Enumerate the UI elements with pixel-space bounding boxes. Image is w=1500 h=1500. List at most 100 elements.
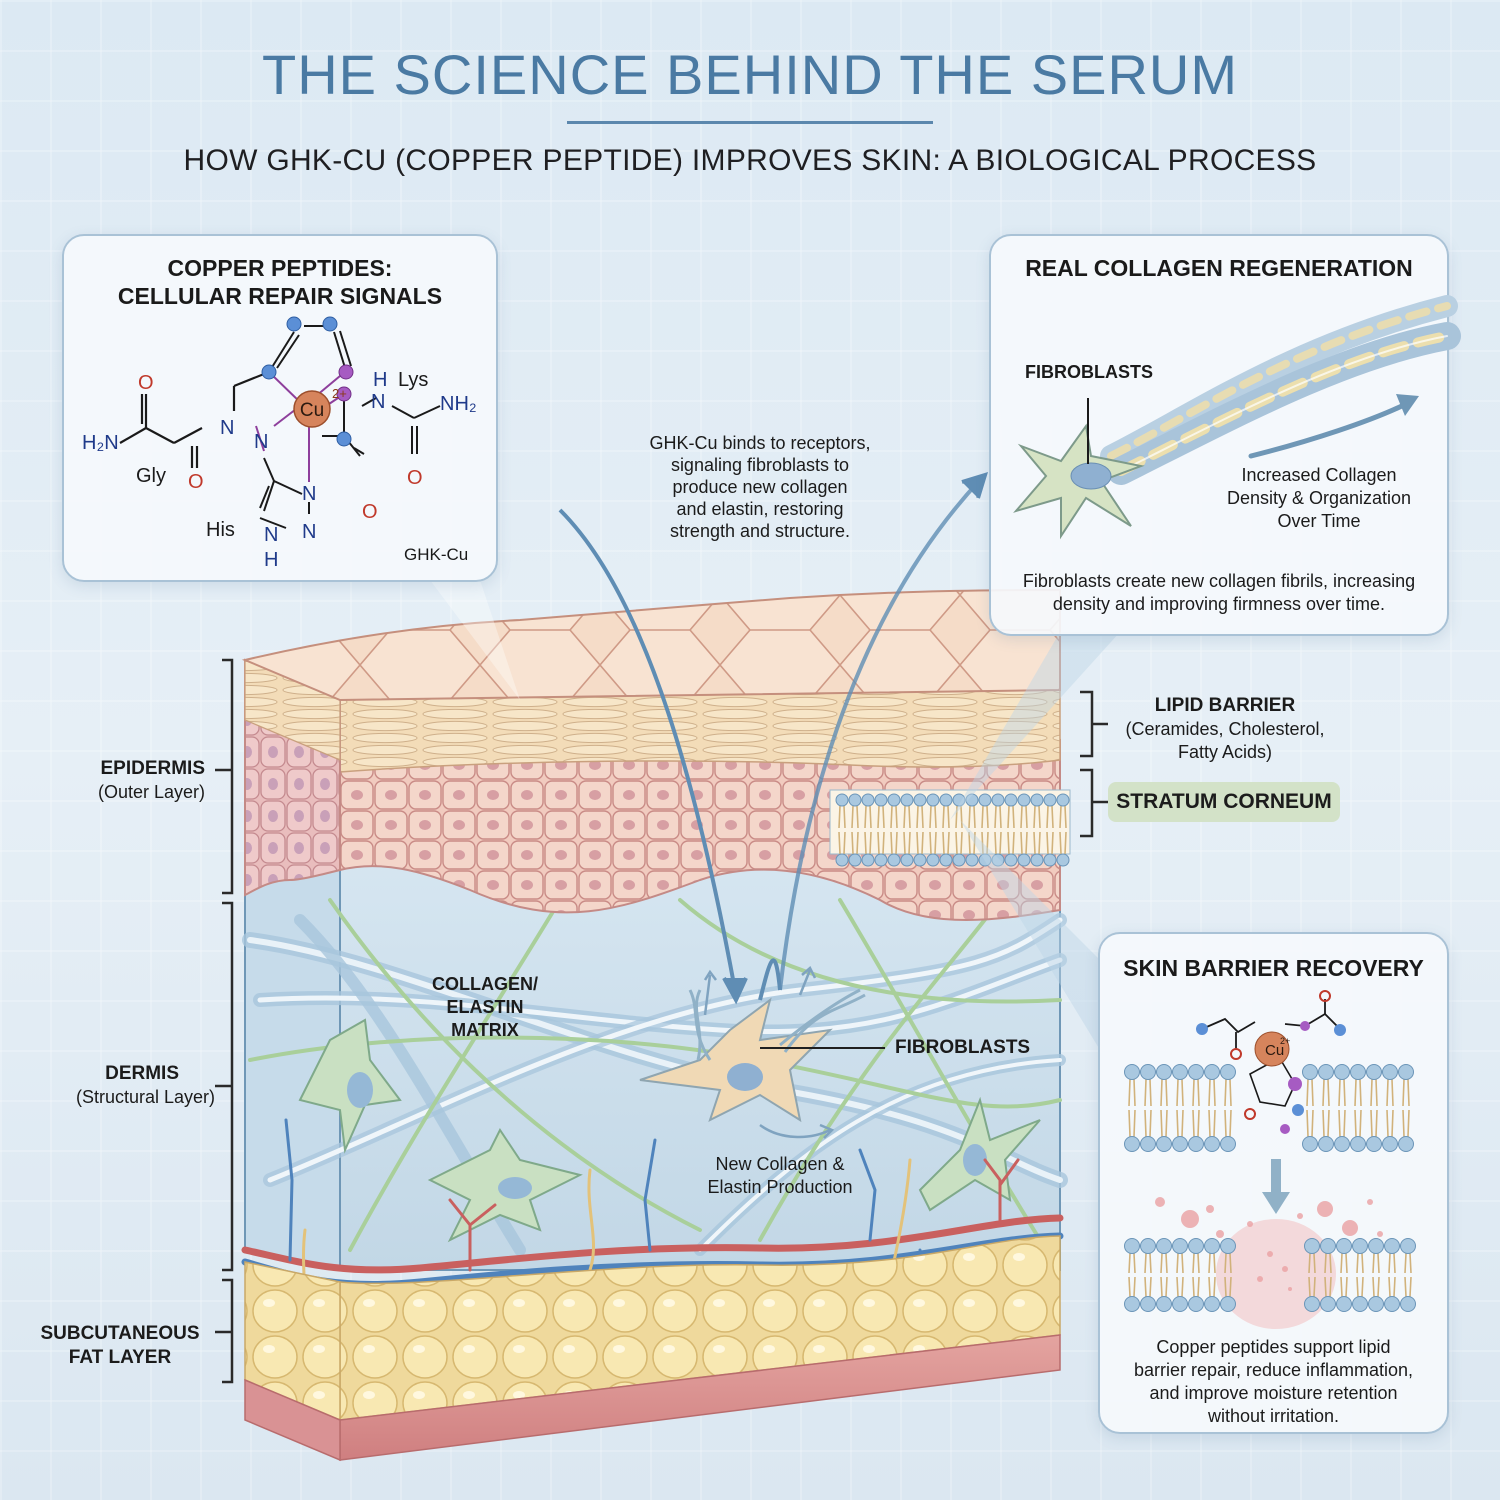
residue-gly: Gly — [136, 465, 166, 487]
lipid-head — [1366, 1064, 1382, 1080]
lipid-head — [1140, 1296, 1156, 1312]
lipid-head — [926, 853, 940, 867]
oxygen-gly-bottom: O — [188, 471, 204, 493]
nitrogen-1: N — [220, 417, 234, 439]
page-subtitle: HOW GHK-CU (COPPER PEPTIDE) IMPROVES SKI… — [183, 144, 1317, 177]
lipid-head — [1400, 1296, 1416, 1312]
lipid-tail — [1020, 805, 1028, 855]
lipid-tail — [1208, 1079, 1216, 1137]
collagen-desc-line-1: Fibroblasts create new collagen fibrils,… — [1022, 571, 1416, 591]
lipid-head — [861, 793, 875, 807]
lipid-head — [1350, 1064, 1366, 1080]
lipid-head — [1304, 1296, 1320, 1312]
particle — [1267, 1251, 1273, 1257]
lipid-head — [1172, 1136, 1188, 1152]
barrier-bilayer-top-left — [1124, 1064, 1236, 1152]
particle — [1247, 1221, 1253, 1227]
lipid-head — [1220, 1064, 1236, 1080]
copper-charge: 2+ — [332, 386, 347, 401]
lipid-tail — [1007, 805, 1015, 855]
lipid-tail — [1224, 1079, 1232, 1137]
lipid-head — [939, 793, 953, 807]
lipid-head — [952, 853, 966, 867]
lipid-head — [1156, 1136, 1172, 1152]
lipid-head — [1156, 1238, 1172, 1254]
lipid-tail — [942, 805, 950, 855]
dermis-name: DERMIS — [105, 1063, 179, 1084]
nitrogen-ring-1: N — [302, 483, 316, 505]
inflammation-glow — [1216, 1219, 1336, 1329]
lipid-head — [1304, 1238, 1320, 1254]
label-collagen-matrix: COLLAGEN/ ELASTIN MATRIX — [420, 973, 550, 1042]
copper-card-title-line-2: CELLULAR REPAIR SIGNALS — [117, 283, 443, 309]
barrier-copper-charge: 2+ — [1280, 1036, 1290, 1046]
lipid-head — [874, 853, 888, 867]
lipid-head — [1043, 853, 1057, 867]
lipid-head — [1204, 1238, 1220, 1254]
lipid-tail — [1224, 1253, 1232, 1297]
lipid-head — [1188, 1296, 1204, 1312]
lipid-head — [1302, 1136, 1318, 1152]
lipid-head — [900, 793, 914, 807]
lipid-tail — [1144, 1079, 1152, 1137]
barrier-copper-symbol: Cu — [1265, 1042, 1284, 1059]
signal-path-arrows — [558, 471, 989, 1005]
collagen-card-description: Fibroblasts create new collagen fibrils,… — [991, 570, 1447, 616]
lipid-head — [1382, 1136, 1398, 1152]
lipid-barrier-detail-2: Fatty Acids) — [1177, 742, 1273, 762]
callout-line-4: and elastin, restoring — [676, 499, 844, 519]
trend-line-1: Increased Collagen — [1241, 465, 1397, 485]
particle — [1181, 1210, 1199, 1228]
lipid-head — [1220, 1136, 1236, 1152]
lipid-head — [1172, 1064, 1188, 1080]
lipid-head — [887, 793, 901, 807]
fibroblast-cell-left — [298, 1018, 402, 1154]
lipid-tail — [981, 805, 989, 855]
lipid-tail — [1308, 1253, 1316, 1297]
collagen-regeneration-card: REAL COLLAGEN REGENERATION FIBROBLASTS I… — [989, 234, 1461, 636]
lipid-head — [1350, 1136, 1366, 1152]
collagen-card-title: REAL COLLAGEN REGENERATION — [1025, 255, 1413, 281]
lipid-head — [1382, 1064, 1398, 1080]
copper-ion — [293, 390, 331, 428]
lipid-head — [1336, 1296, 1352, 1312]
title-divider — [567, 121, 933, 124]
label-new-collagen-production: New Collagen & Elastin Production — [680, 1153, 880, 1199]
layer-brackets-left — [215, 658, 234, 1384]
matrix-line-1: COLLAGEN/ — [432, 974, 538, 994]
down-arrow-icon — [1262, 1192, 1290, 1214]
production-line-2: Elastin Production — [707, 1177, 853, 1197]
lipid-tail — [1356, 1253, 1364, 1297]
stratum-bilayer — [835, 793, 1070, 867]
lipid-head — [952, 793, 966, 807]
fibroblast-cell-right — [918, 1096, 1041, 1212]
matrix-line-2: ELASTIN — [446, 997, 524, 1017]
lipid-head — [1368, 1238, 1384, 1254]
lipid-head — [1124, 1238, 1140, 1254]
label-epidermis: EPIDERMIS (Outer Layer) — [40, 757, 205, 804]
label-fibroblasts-dermis: FIBROBLASTS — [895, 1037, 1031, 1058]
barrier-desc-line-1: Copper peptides support lipid — [1156, 1337, 1391, 1357]
lipid-head — [1056, 853, 1070, 867]
lipid-head — [926, 793, 940, 807]
page-title: THE SCIENCE BEHIND THE SERUM — [262, 43, 1238, 106]
lipid-head — [861, 853, 875, 867]
ghk-cu-molecule-diagram: Cu 2+ H₂N O O N N N N N H O N H NH₂ O Gl… — [82, 316, 477, 571]
copper-symbol: Cu — [300, 400, 324, 421]
lipid-tail — [1160, 1253, 1168, 1297]
lipid-tail — [1402, 1079, 1410, 1137]
lipid-head — [1140, 1136, 1156, 1152]
inflammation-particles — [1155, 1197, 1383, 1291]
barrier-card-description: Copper peptides support lipid barrier re… — [1100, 1336, 1447, 1428]
lipid-tail — [1128, 1079, 1136, 1137]
lipid-head — [965, 853, 979, 867]
lipid-head — [900, 853, 914, 867]
barrier-illustration: Cu 2+ — [1124, 990, 1416, 1329]
lipid-tail — [1338, 1079, 1346, 1137]
lipid-head — [1400, 1238, 1416, 1254]
particle — [1342, 1220, 1358, 1236]
lipid-tail — [1059, 805, 1067, 855]
lipid-tail — [851, 805, 859, 855]
lipid-tail — [1340, 1253, 1348, 1297]
particle — [1367, 1199, 1373, 1205]
